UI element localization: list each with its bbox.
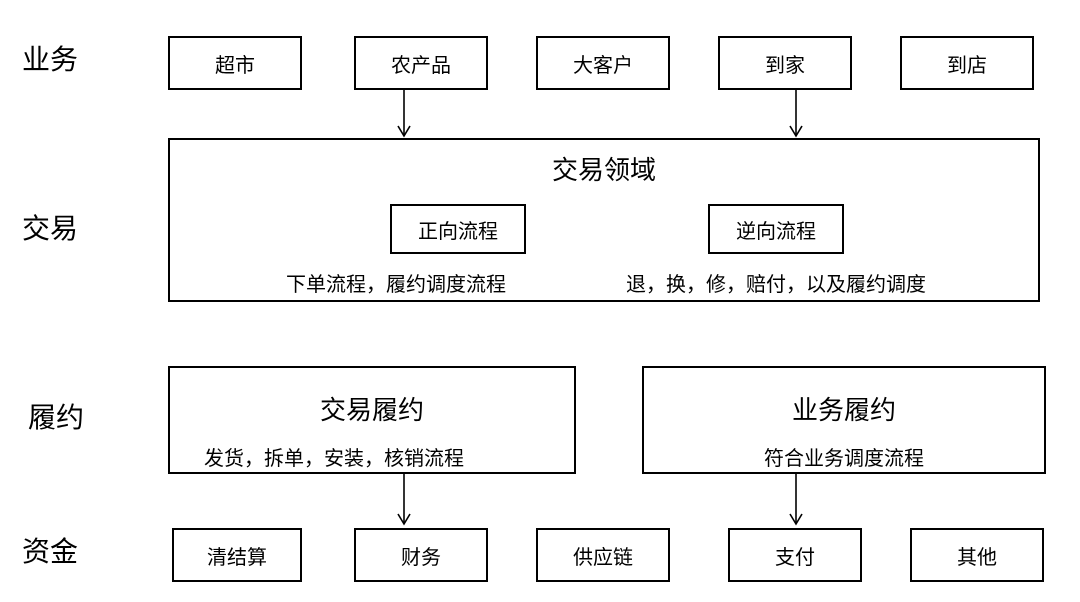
funds-box-settlement: 清结算: [172, 528, 302, 582]
business-fulfillment-desc: 符合业务调度流程: [764, 446, 924, 470]
trade-domain-title: 交易领域: [551, 156, 656, 186]
reverse-flow-box: 逆向流程: [708, 204, 844, 254]
forward-flow-desc: 下单流程，履约调度流程: [286, 272, 506, 296]
forward-flow-box: 正向流程: [390, 204, 526, 254]
reverse-flow-desc: 退，换，修，赔付，以及履约调度: [626, 272, 926, 296]
business-fulfillment-title: 业务履约: [791, 396, 896, 426]
business-box-in-store: 到店: [900, 36, 1034, 90]
business-box-key-accounts: 大客户: [536, 36, 670, 90]
row-label-business: 业务: [22, 43, 79, 76]
row-label-fulfillment: 履约: [28, 401, 85, 434]
business-box-home-delivery: 到家: [718, 36, 852, 90]
arrow-trade-fulfillment-to-finance: [397, 474, 411, 526]
trade-fulfillment-title: 交易履约: [319, 396, 424, 426]
business-fulfillment-box: 业务履约 符合业务调度流程: [642, 366, 1046, 474]
arrow-business-fulfillment-to-payment: [789, 474, 803, 526]
funds-box-other: 其他: [910, 528, 1044, 582]
trade-fulfillment-desc: 发货，拆单，安装，核销流程: [204, 446, 464, 470]
funds-box-payment: 支付: [728, 528, 862, 582]
business-box-agri-products: 农产品: [354, 36, 488, 90]
arrow-home-to-trade: [789, 90, 803, 138]
row-label-funds: 资金: [22, 535, 79, 568]
trade-fulfillment-box: 交易履约 发货，拆单，安装，核销流程: [168, 366, 576, 474]
trade-domain-box: 交易领域 正向流程 逆向流程 下单流程，履约调度流程 退，换，修，赔付，以及履约…: [168, 138, 1040, 302]
row-label-trade: 交易: [22, 212, 79, 245]
funds-box-supply-chain: 供应链: [536, 528, 670, 582]
funds-box-finance: 财务: [354, 528, 488, 582]
arrow-agri-to-trade: [397, 90, 411, 138]
business-box-supermarket: 超市: [168, 36, 302, 90]
